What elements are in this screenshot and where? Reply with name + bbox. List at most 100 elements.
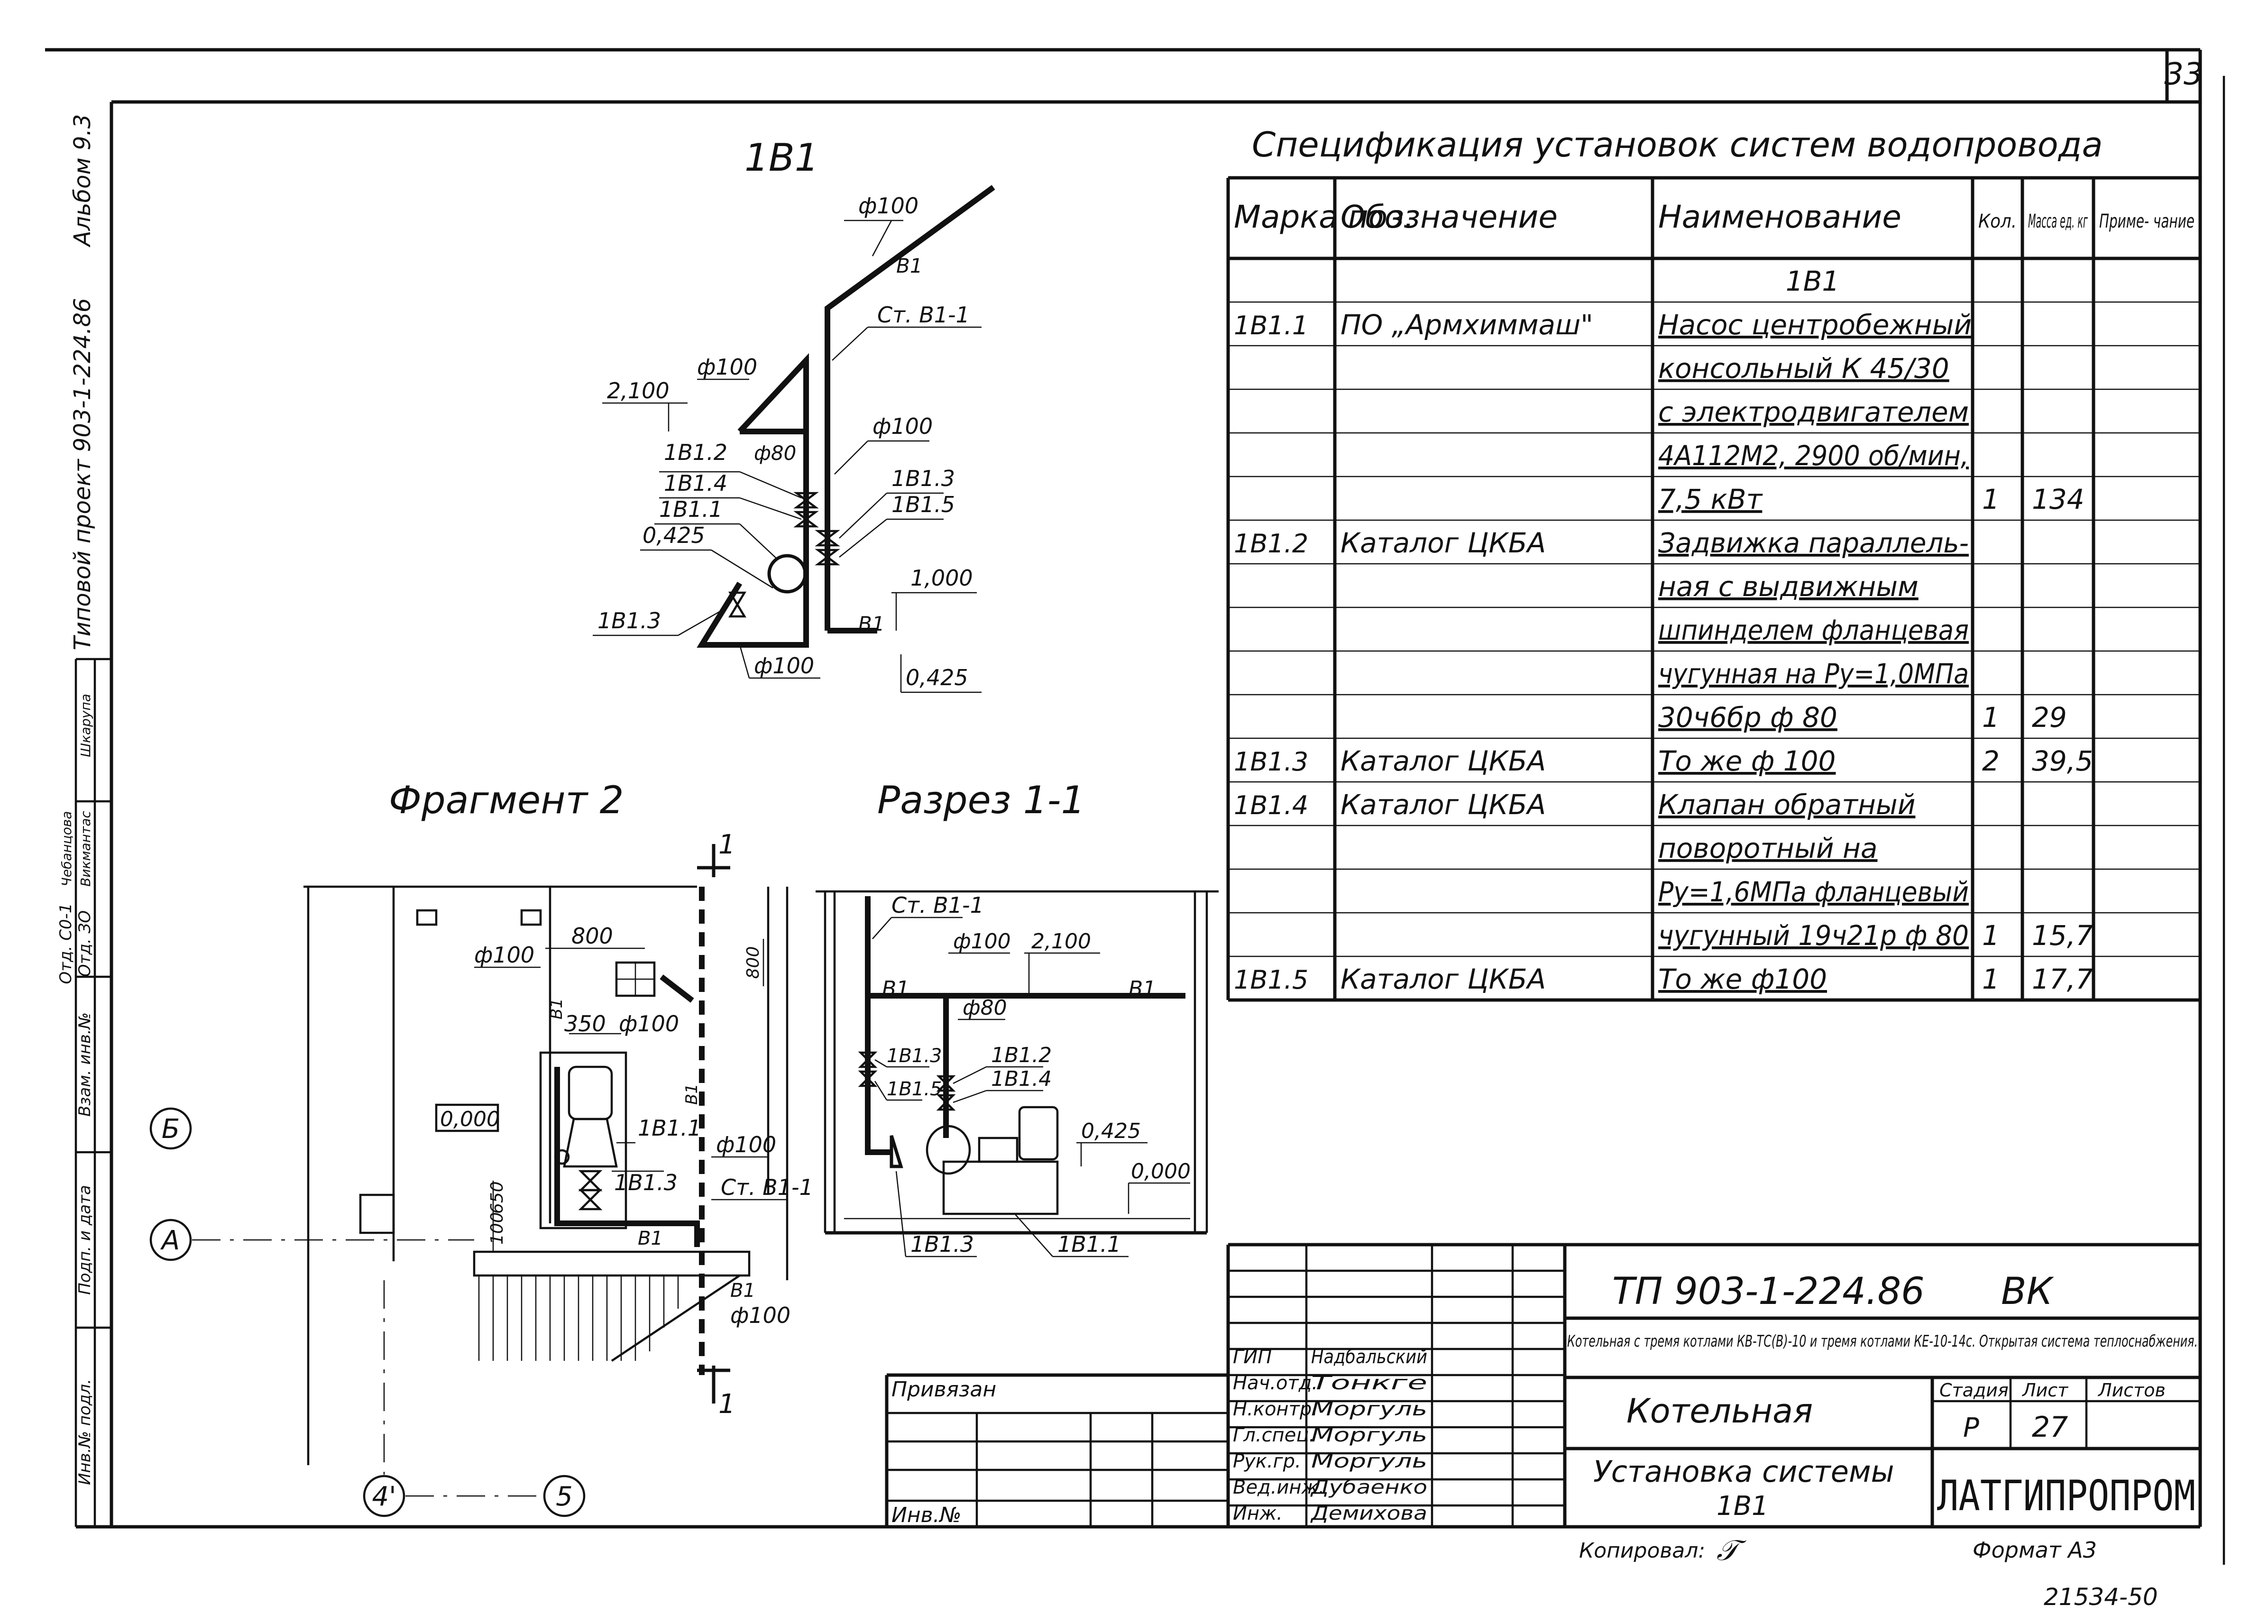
axon-label-p13-right: 1В1.3 xyxy=(891,466,955,491)
axis-marker xyxy=(149,1219,192,1261)
spec-cell: 1 xyxy=(1982,483,2000,515)
axon-label-p15: 1В1.5 xyxy=(891,492,955,517)
spec-cell: 134 xyxy=(2032,483,2084,515)
spec-cell: ная с выдвижным xyxy=(1658,570,1919,603)
title-person-role: Н.контр. xyxy=(1233,1398,1318,1420)
title-org: ЛАТГИПРОПРОМ xyxy=(1937,1471,2195,1520)
title-person-name: Моргуль xyxy=(1311,1424,1427,1446)
axon-label-d100-bottom: ф100 xyxy=(754,653,814,679)
section-label-d100: ф100 xyxy=(953,929,1011,954)
spec-header-0: Марка поз. xyxy=(1234,199,1414,235)
spec-cell: поворотный на xyxy=(1658,832,1877,864)
spec-header-3: Кол. xyxy=(1978,211,2017,232)
title-person-role: ГИП xyxy=(1233,1346,1272,1368)
axon-label-d100-left: ф100 xyxy=(697,354,757,380)
title-stage-label: Стадия xyxy=(1939,1380,2009,1401)
axon-label-0425-b: 0,425 xyxy=(906,665,968,690)
section-label-p12: 1В1.2 xyxy=(991,1043,1052,1067)
spec-cell: 1 xyxy=(1982,919,2000,952)
spec-header-4: Масса ед. кг xyxy=(2028,211,2088,232)
spec-cell: 15,7 xyxy=(2032,919,2093,952)
title-building: Котельная xyxy=(1626,1392,1813,1431)
privyazan-label: Привязан xyxy=(891,1377,996,1402)
axon-label-d100-top: ф100 xyxy=(858,193,918,219)
fragment-label-800: 800 xyxy=(571,923,613,949)
title-mark: ВК xyxy=(2001,1270,2055,1313)
spec-cell: Каталог ЦКБА xyxy=(1341,963,1546,995)
section-label-0425: 0,425 xyxy=(1081,1119,1141,1143)
stamp-otd-2: Отд. ЗО xyxy=(75,910,94,977)
title-person-role: Вед.инж. xyxy=(1233,1477,1324,1498)
spec-cell: 1В1 xyxy=(1786,265,1840,297)
spec-cell: 2 xyxy=(1982,745,2000,777)
fragment-label-b1-h: В1 xyxy=(638,1228,663,1249)
album-label: Альбом 9.3 xyxy=(69,114,96,248)
fragment-label-0000: 0,000 xyxy=(440,1107,500,1131)
left-stamp xyxy=(74,658,111,1527)
spec-cell: 29 xyxy=(2032,701,2067,734)
fragment-label-650: 650 xyxy=(487,1181,507,1214)
stamp-vzam-inv: Взам. инв.№ xyxy=(75,1012,94,1117)
axon-label-p13-left: 1В1.3 xyxy=(597,608,661,633)
title-sheet-name-2: 1В1 xyxy=(1717,1491,1769,1522)
spec-cell: Клапан обратный xyxy=(1658,789,1915,821)
axon-label-0425: 0,425 xyxy=(643,523,705,548)
axon-diagram: 1В1 ф100 В1 Ст. В1-1 ф100 2,100 xyxy=(593,136,995,693)
section-label-p13: 1В1.3 xyxy=(887,1045,942,1067)
project-vertical: Типовой проект 903-1-224.86 xyxy=(69,298,96,650)
copied-label: Копировал: xyxy=(1579,1539,1705,1563)
spec-cell: 4А112М2, 2900 об/мин, xyxy=(1658,440,1969,472)
spec-cell: 1В1.4 xyxy=(1234,790,1308,820)
section-title: Разрез 1-1 xyxy=(877,778,1085,822)
format-label: Формат А3 xyxy=(1973,1537,2097,1563)
axon-label-d100-right: ф100 xyxy=(872,413,933,439)
title-block xyxy=(885,1243,2200,1527)
spec-cell: 7,5 кВт xyxy=(1658,483,1763,515)
spec-cell: Каталог ЦКБА xyxy=(1341,745,1546,777)
spec-header-5: Приме- чание xyxy=(2099,211,2195,232)
axis-marker xyxy=(543,1475,586,1517)
section-label-p15: 1В1.5 xyxy=(887,1078,942,1100)
fragment-label-b1-v2: В1 xyxy=(682,1083,701,1105)
section-label-p13-bottom: 1В1.3 xyxy=(910,1231,974,1257)
spec-cell: 1В1.5 xyxy=(1234,965,1308,995)
title-stage: Р xyxy=(1963,1413,1979,1443)
axon-label-d80: ф80 xyxy=(754,441,796,465)
fragment-label-d100-c: ф100 xyxy=(716,1132,776,1157)
valve-icon xyxy=(815,530,840,547)
axon-label-st-b1: Ст. В1-1 xyxy=(877,302,970,328)
fragment-cut-top: 1 xyxy=(718,829,735,860)
axis-marker xyxy=(363,1475,405,1517)
valve-icon xyxy=(936,1075,956,1092)
spec-cell: Каталог ЦКБА xyxy=(1341,789,1546,821)
title-person-role: Рук.гр. xyxy=(1233,1450,1301,1472)
fragment-label-p11: 1В1.1 xyxy=(638,1115,701,1141)
section-label-2100: 2,100 xyxy=(1031,929,1091,954)
axon-label-1000: 1,000 xyxy=(910,565,973,591)
spec-header-1: Обозначение xyxy=(1341,199,1558,235)
spec-cell: Насос центробежный xyxy=(1658,309,1972,341)
title-person-name: Надбальский xyxy=(1311,1346,1427,1368)
axon-label-b1: В1 xyxy=(896,254,923,277)
doc-number-bottom: 21534-50 xyxy=(2044,1583,2158,1611)
title-sheet-name-1: Установка системы xyxy=(1593,1454,1894,1489)
section-label-0000: 0,000 xyxy=(1131,1159,1191,1184)
valve-icon xyxy=(858,1070,878,1087)
title-person-name: Тонкге xyxy=(1311,1372,1427,1394)
stamp-name-3: Шкарупа xyxy=(78,694,93,757)
axis-marker xyxy=(149,1107,192,1150)
spec-cell: чугунная на Ру=1,0МПа xyxy=(1658,658,1969,690)
copied-sign: 𝒯 xyxy=(1717,1534,1747,1567)
stamp-inv-podl: Инв.№ подл. xyxy=(75,1379,94,1485)
title-object: Котельная с тремя котлами КВ-ТС(В)-10 и … xyxy=(1567,1332,2198,1351)
title-person-role: Гл.спец. xyxy=(1233,1424,1315,1446)
spec-cell: 17,7 xyxy=(2032,963,2093,995)
title-person-name: Моргуль xyxy=(1311,1398,1427,1420)
axon-label-p14: 1В1.4 xyxy=(664,470,727,496)
axon-label-p11: 1В1.1 xyxy=(659,496,723,522)
fragment-label-d100-d: ф100 xyxy=(730,1303,790,1328)
spec-cell: ПО „Армхиммаш" xyxy=(1341,309,1593,341)
